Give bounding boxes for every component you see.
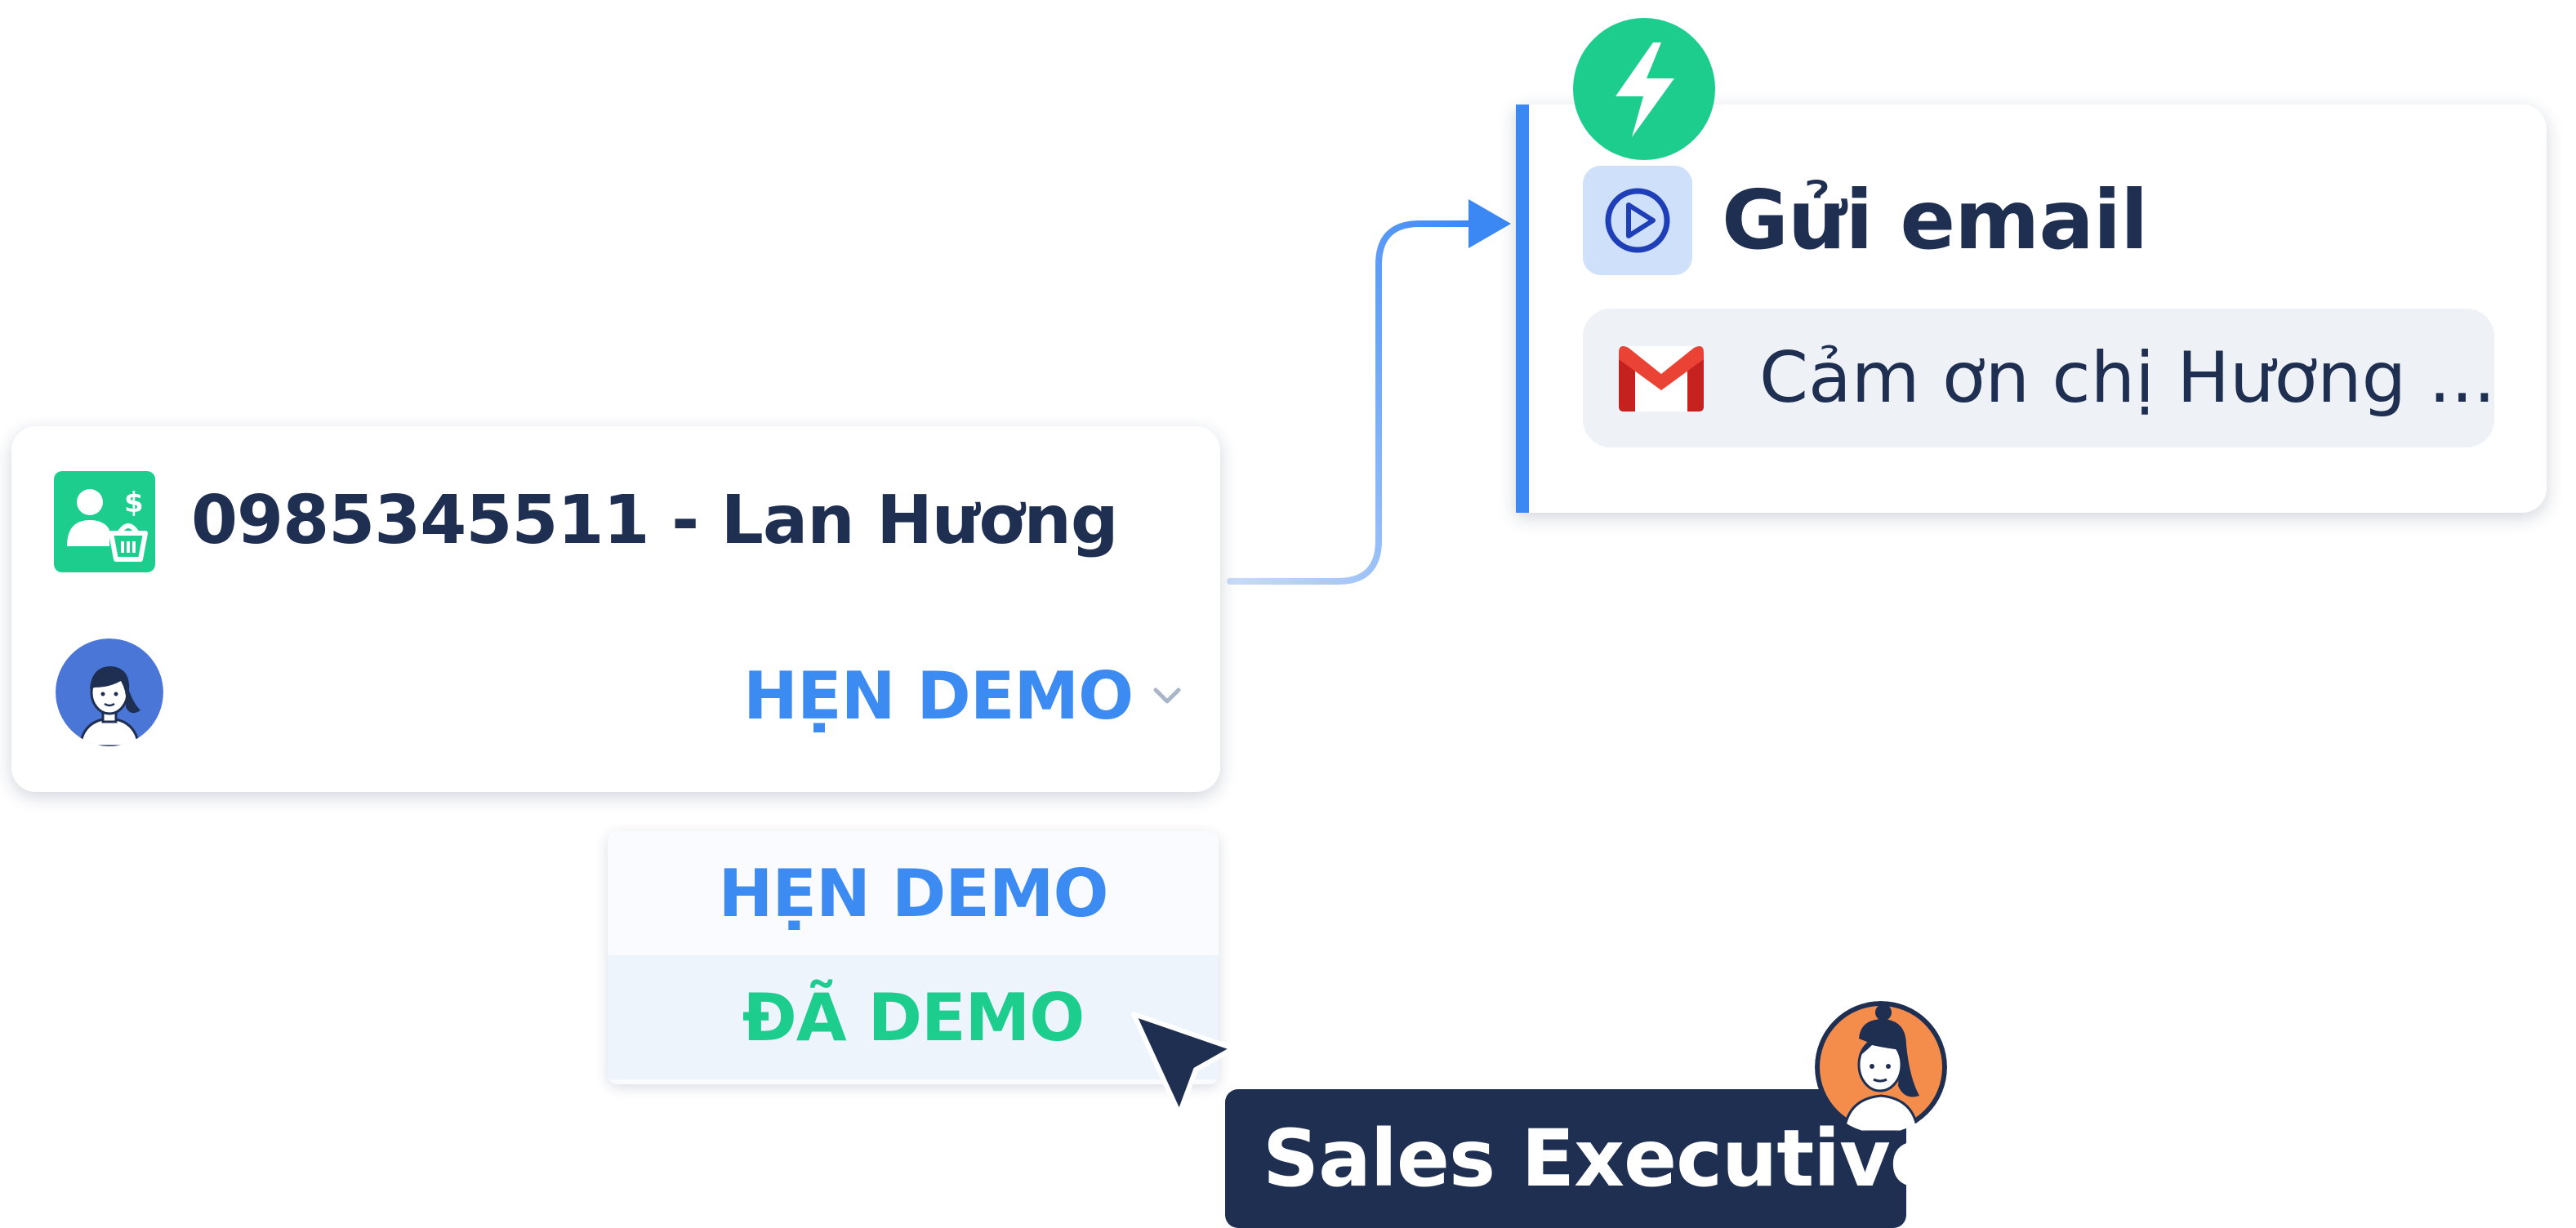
assignee-avatar — [56, 638, 163, 746]
sales-executive-label: Sales Executive — [1263, 1113, 1943, 1204]
status-selected-label: HẸN DEMO — [743, 657, 1134, 734]
status-option-da-demo[interactable]: ĐÃ DEMO — [608, 955, 1219, 1079]
mouse-cursor-icon — [1131, 1012, 1236, 1116]
sales-executive-tag: Sales Executive — [1225, 1089, 1943, 1228]
status-dropdown-menu: HẸN DEMO ĐÃ DEMO — [608, 831, 1219, 1084]
gmail-icon — [1619, 346, 1704, 412]
contact-card[interactable]: $ 0985345511 - Lan Hương HẸN DEMO — [11, 426, 1220, 792]
status-select[interactable]: HẸN DEMO — [743, 647, 1183, 745]
svg-text:$: $ — [124, 487, 144, 519]
customer-basket-icon: $ — [54, 471, 155, 572]
play-icon — [1583, 166, 1692, 275]
lightning-icon — [1573, 18, 1715, 160]
email-preview[interactable]: Cảm ơn chị Hương ... — [1583, 309, 2496, 447]
sales-executive-avatar — [1815, 1001, 1947, 1133]
chevron-down-icon — [1153, 687, 1181, 704]
contact-title: 0985345511 - Lan Hương — [191, 482, 1119, 559]
email-preview-text: Cảm ơn chị Hương ... — [1759, 337, 2496, 419]
status-option-hen-demo[interactable]: HẸN DEMO — [608, 831, 1219, 955]
card-accent-bar — [1516, 105, 1529, 513]
email-action-card[interactable]: Gửi email Cảm ơn chị Hương ... — [1516, 105, 2547, 513]
action-title: Gửi email — [1722, 172, 2148, 268]
